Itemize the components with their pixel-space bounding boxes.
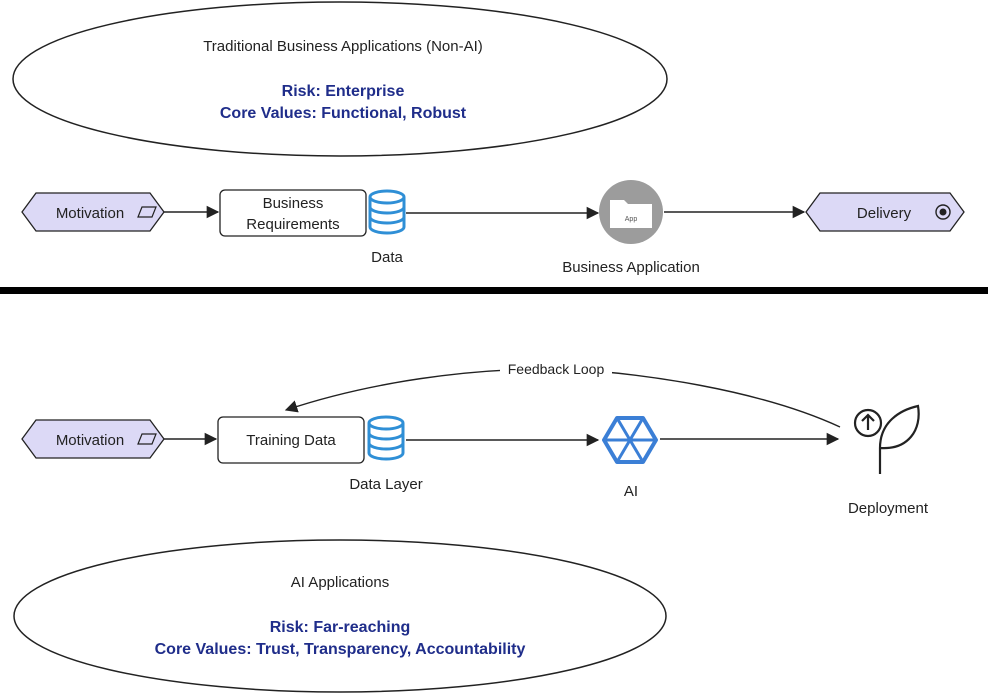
traditional-risk: Risk: Enterprise (282, 83, 405, 100)
ai-applications-title: AI Applications (291, 574, 389, 591)
traditional-title: Traditional Business Applications (Non-A… (203, 38, 483, 55)
ai-applications-ellipse: AI Applications Risk: Far-reaching Core … (13, 539, 667, 693)
delivery-node[interactable]: Delivery (805, 192, 965, 232)
ai-label: AI (624, 483, 638, 500)
motivation-label-top: Motivation (56, 205, 124, 222)
motivation-node-top[interactable]: Motivation (21, 192, 165, 232)
training-data-label: Training Data (246, 432, 336, 449)
target-icon (935, 204, 951, 220)
deployment-node[interactable] (853, 404, 920, 474)
database-icon (367, 415, 405, 461)
traditional-core-values: Core Values: Functional, Robust (220, 105, 467, 122)
ai-node[interactable] (602, 416, 658, 464)
delivery-label: Delivery (857, 205, 912, 222)
app-icon-text: App (625, 216, 638, 223)
traditional-ellipse: Traditional Business Applications (Non-A… (12, 1, 668, 157)
feedback-loop-label: Feedback Loop (508, 361, 605, 377)
requirements-line-1: Business (263, 195, 324, 212)
deployment-leaf-icon (853, 404, 920, 474)
motivation-node-bottom[interactable]: Motivation (21, 419, 165, 459)
business-requirements-node[interactable]: Business Requirements (219, 189, 367, 237)
training-data-node[interactable]: Training Data (217, 416, 365, 464)
parallelogram-icon (137, 433, 157, 445)
ai-applications-core-values: Core Values: Trust, Transparency, Accoun… (155, 641, 526, 658)
business-application-label: Business Application (562, 259, 700, 276)
data-layer-label: Data Layer (349, 476, 422, 493)
folder-icon: App (610, 200, 652, 228)
deployment-label: Deployment (848, 500, 929, 517)
business-application-node[interactable]: App (599, 180, 663, 244)
ai-brain-icon (602, 416, 658, 464)
requirements-line-2: Requirements (246, 216, 339, 233)
parallelogram-icon (137, 206, 157, 218)
section-divider (0, 287, 988, 294)
feedback-label-bg (500, 360, 612, 378)
ai-applications-risk: Risk: Far-reaching (270, 619, 410, 636)
database-icon (368, 189, 406, 235)
data-label: Data (371, 249, 403, 266)
motivation-label-bottom: Motivation (56, 432, 124, 449)
